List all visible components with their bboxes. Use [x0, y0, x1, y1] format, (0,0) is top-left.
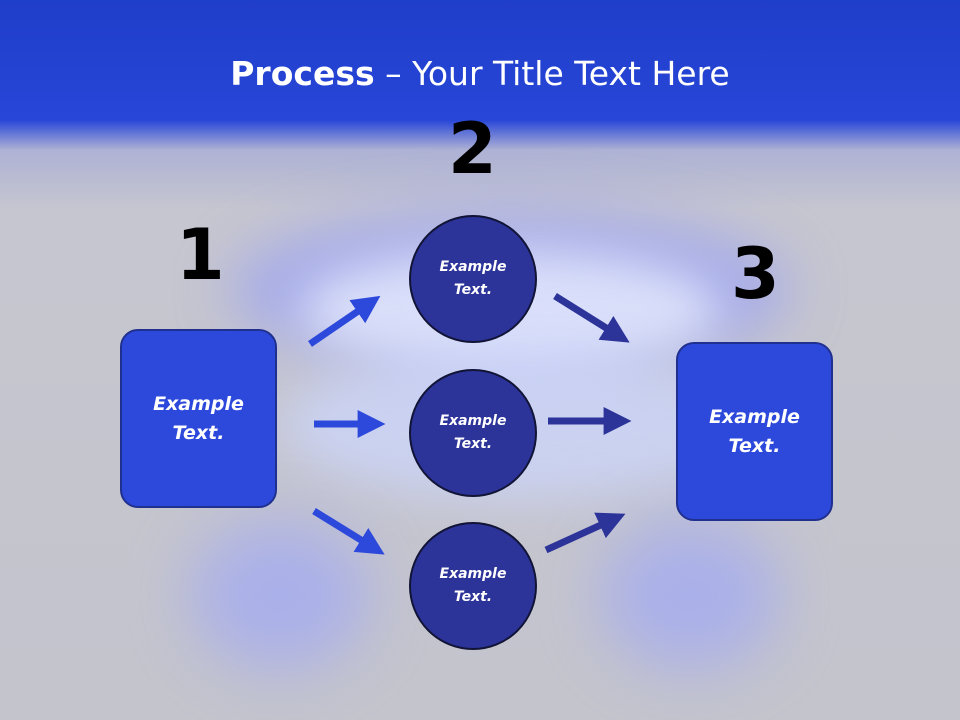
process-box-left: Example Text.	[120, 329, 277, 508]
process-circle-top: Example Text.	[409, 215, 537, 343]
process-circle-bottom: Example Text.	[409, 522, 537, 650]
process-box-right-text: Example Text.	[709, 405, 800, 457]
process-circle-middle-text: Example Text.	[439, 413, 507, 452]
slide-title: Process – Your Title Text Here	[0, 52, 960, 96]
flame-glow-left	[190, 520, 370, 670]
process-box-left-text: Example Text.	[153, 392, 244, 444]
process-box-right: Example Text.	[676, 342, 833, 521]
step-number-2: 2	[448, 108, 497, 190]
step-number-3: 3	[731, 233, 780, 315]
process-circle-bottom-text: Example Text.	[439, 566, 507, 605]
arrow-left-to-bottom	[312, 508, 385, 555]
process-circle-middle: Example Text.	[409, 369, 537, 497]
arrow-bottom-to-right	[544, 512, 626, 554]
step-number-1: 1	[176, 214, 225, 296]
flame-glow-right	[600, 520, 780, 670]
arrow-top-to-right	[553, 293, 630, 343]
arrow-left-to-top	[308, 295, 381, 347]
title-bold-part: Process	[230, 54, 375, 93]
process-circle-top-text: Example Text.	[439, 259, 507, 298]
title-rest: – Your Title Text Here	[374, 54, 730, 93]
